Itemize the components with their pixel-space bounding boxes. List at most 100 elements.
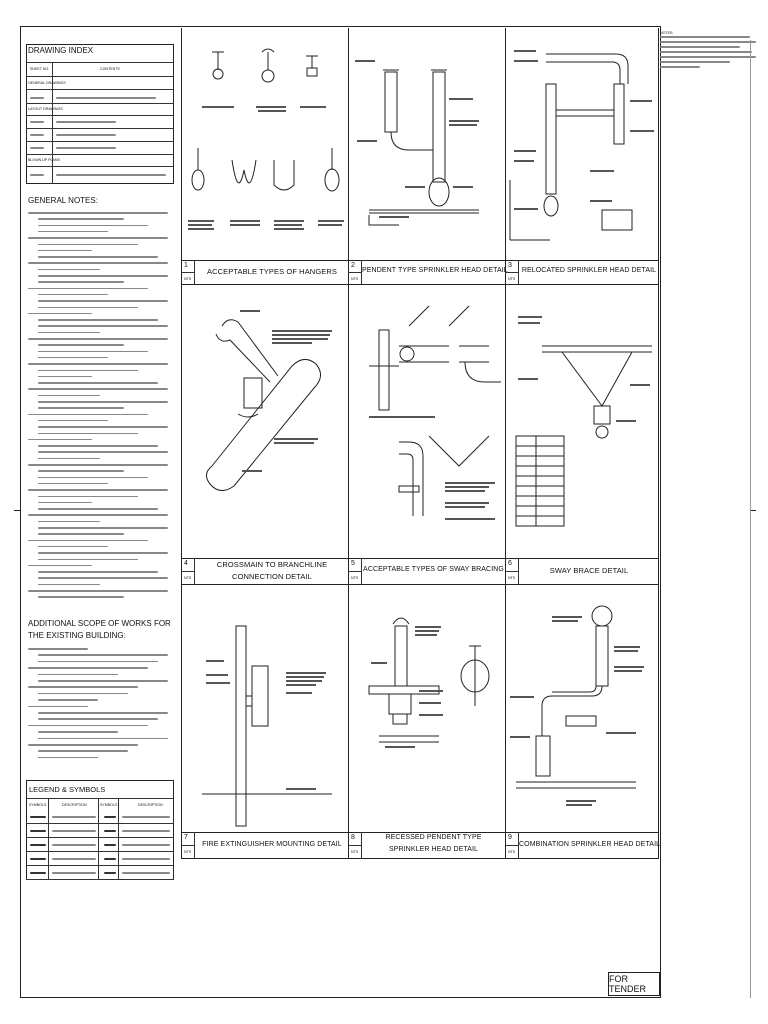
divider <box>181 272 194 273</box>
legend-description <box>52 830 96 832</box>
fine-print-line <box>38 369 138 372</box>
fine-print-line <box>38 508 158 510</box>
divider <box>361 832 362 858</box>
legend-symbol <box>104 816 116 818</box>
divider <box>518 558 519 584</box>
fine-print-line <box>28 363 168 365</box>
sheet-tick-mark <box>750 510 756 511</box>
sheet-number <box>30 174 44 176</box>
fine-print-line <box>38 407 124 409</box>
fine-print-line <box>38 256 158 258</box>
divider <box>194 832 195 858</box>
fine-print-line <box>28 590 168 592</box>
divider <box>98 798 99 880</box>
sheet-tick-mark <box>14 510 20 511</box>
fine-print-line <box>38 737 168 740</box>
legend-symbol <box>30 858 46 860</box>
fine-print-line <box>38 501 92 504</box>
fine-print-line <box>28 667 148 669</box>
legend-row-divider <box>26 837 174 838</box>
divider <box>181 571 194 572</box>
divider <box>348 28 349 858</box>
detail-1-number: 1 <box>184 262 188 269</box>
recessed-pendent-drawing <box>368 617 490 748</box>
section-layout-drawings: LAYOUT DRAWINGS <box>28 107 63 111</box>
divider <box>658 28 659 858</box>
fine-print-line <box>28 388 168 390</box>
sheet-contents <box>56 134 116 136</box>
fine-print-line <box>38 249 92 252</box>
legend-description <box>122 816 170 818</box>
sheet-contents <box>56 121 116 123</box>
fine-print-line <box>38 401 168 403</box>
fine-print-line <box>38 350 148 353</box>
legend-col-symbols-2: SYMBOLS <box>100 803 118 807</box>
legend-rows <box>26 810 174 880</box>
fine-print-line <box>28 413 148 416</box>
fine-print-line <box>28 262 168 264</box>
divider <box>348 845 361 846</box>
fine-print-line <box>660 61 730 63</box>
divider <box>181 584 659 585</box>
divider <box>361 260 362 284</box>
fine-print-line <box>28 237 168 239</box>
detail-6-scale: NTS <box>508 576 516 580</box>
detail-7-scale: NTS <box>184 850 192 854</box>
fine-print-line <box>38 356 108 359</box>
sheet-number <box>30 147 44 149</box>
detail-3-scale: NTS <box>508 277 516 281</box>
legend-row-divider <box>26 879 174 880</box>
fine-print-line <box>38 731 118 733</box>
sheet-number <box>30 121 44 123</box>
divider <box>26 76 174 77</box>
sheet-border-line <box>750 40 751 998</box>
fine-print-line <box>38 495 138 498</box>
sway-bracing-drawing <box>369 305 501 520</box>
detail-8-scale: NTS <box>351 850 359 854</box>
fine-print-line <box>38 654 168 656</box>
legend-symbol <box>104 844 116 846</box>
legend-description <box>122 872 170 874</box>
fine-print-line <box>38 319 158 321</box>
section-general-drawings: GENERAL DRAWINGS <box>28 81 66 85</box>
for-tender-stamp: FOR TENDER <box>608 972 660 996</box>
fine-print-line <box>38 660 158 663</box>
fine-print-line <box>38 545 108 548</box>
fine-print-line <box>38 293 108 296</box>
fine-print-line <box>38 243 138 246</box>
fine-print-line <box>38 445 158 447</box>
fine-print-line <box>28 489 168 491</box>
divider <box>181 284 659 285</box>
divider <box>348 272 361 273</box>
sheet-number <box>30 97 44 99</box>
col-contents: CONTENTS <box>100 67 120 71</box>
divider <box>505 571 518 572</box>
fine-print-line <box>38 699 98 701</box>
fine-print-line <box>38 224 148 227</box>
fine-print-line <box>38 375 92 378</box>
legend-description <box>122 830 170 832</box>
fine-print-line <box>38 533 124 535</box>
fine-print-line <box>38 457 100 460</box>
drawing-index-title: DRAWING INDEX <box>28 46 94 55</box>
legend-symbol <box>104 872 116 874</box>
fine-print-line <box>28 212 168 214</box>
fine-print-line <box>38 750 128 752</box>
fine-print-line <box>38 419 108 422</box>
divider <box>26 166 174 167</box>
fine-print-line <box>38 268 100 271</box>
general-notes-body <box>28 212 174 607</box>
fine-print-line <box>28 464 168 466</box>
fine-print-line <box>660 56 756 58</box>
sheet-number <box>30 134 44 136</box>
detail-8-number: 8 <box>351 834 355 841</box>
fine-print-line <box>38 680 168 682</box>
divider <box>26 141 174 142</box>
fine-print-line <box>38 300 168 302</box>
fine-print-line <box>38 712 168 714</box>
legend-symbol <box>30 844 46 846</box>
divider <box>52 62 53 184</box>
fine-print-line <box>28 744 138 746</box>
divider <box>26 103 174 104</box>
fine-print-line <box>38 583 100 586</box>
